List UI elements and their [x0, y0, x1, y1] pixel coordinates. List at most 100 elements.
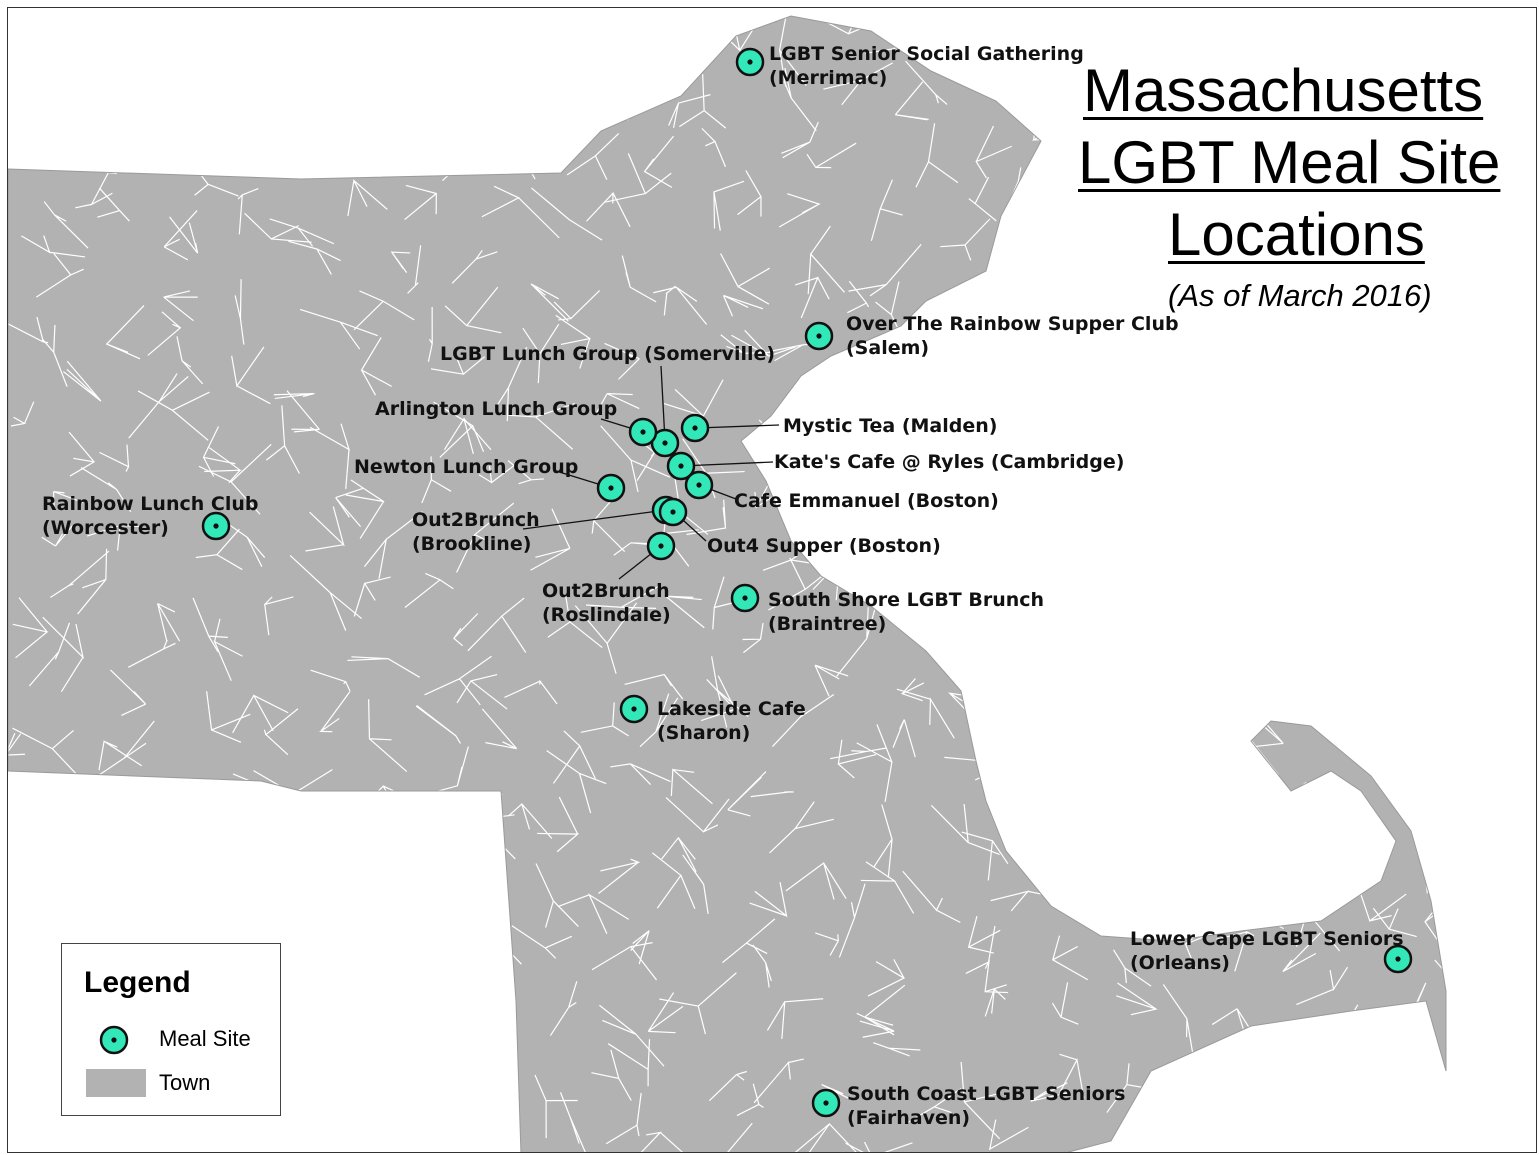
town-boundary — [149, 1113, 214, 1152]
town-boundary — [1267, 373, 1312, 443]
town-boundary — [940, 218, 991, 261]
town-boundary — [158, 876, 195, 900]
town-boundary — [605, 1092, 642, 1145]
town-boundary — [1035, 664, 1083, 689]
town-boundary — [769, 801, 834, 854]
leader-line-malden — [696, 424, 780, 429]
town-boundary — [1215, 367, 1249, 416]
town-boundary — [68, 431, 96, 477]
meal-site-marker[interactable] — [658, 497, 688, 527]
town-boundary — [1485, 24, 1510, 64]
meal-site-marker[interactable] — [811, 1088, 841, 1118]
town-boundary — [1520, 195, 1537, 235]
town-boundary — [276, 849, 323, 897]
town-boundary — [319, 691, 351, 733]
town-boundary — [8, 950, 63, 1024]
town-boundary — [8, 941, 34, 965]
meal-site-marker[interactable] — [628, 417, 658, 447]
town-boundary — [1082, 726, 1117, 780]
town-boundary — [232, 694, 289, 734]
town-boundary — [510, 62, 552, 98]
town-boundary — [722, 918, 776, 964]
town-boundary — [293, 1021, 333, 1061]
title-line-1: Massachusetts — [1083, 57, 1484, 124]
meal-site-marker[interactable] — [730, 583, 760, 613]
town-boundary — [1310, 425, 1360, 470]
town-boundary — [580, 702, 629, 737]
town-boundary — [1284, 787, 1318, 811]
meal-site-marker[interactable] — [646, 531, 676, 561]
town-boundary — [353, 290, 415, 331]
town-boundary — [1115, 650, 1177, 695]
meal-site-marker[interactable] — [735, 47, 765, 77]
town-boundary — [960, 1061, 1001, 1140]
town-boundary — [1180, 612, 1234, 652]
town-boundary — [511, 925, 573, 959]
meal-site-marker[interactable] — [1383, 944, 1413, 974]
town-boundary — [1417, 771, 1437, 802]
meal-site-marker[interactable] — [619, 694, 649, 724]
town-boundary — [990, 890, 1043, 912]
town-boundary — [263, 708, 299, 756]
town-boundary — [1001, 472, 1021, 499]
town-boundary — [785, 862, 847, 900]
town-boundary — [367, 16, 434, 71]
town-boundary — [630, 930, 650, 965]
town-boundary — [1387, 1016, 1408, 1055]
town-boundary — [586, 586, 659, 609]
town-boundary — [265, 405, 300, 474]
town-boundary — [63, 360, 102, 402]
site-place: (Fairhaven) — [847, 1107, 971, 1129]
town-boundary — [837, 739, 877, 779]
town-boundary — [12, 727, 85, 783]
town-boundary — [1219, 903, 1284, 930]
site-label-fairhaven: South Coast LGBT Seniors(Fairhaven) — [847, 1082, 1125, 1130]
town-boundary — [1110, 534, 1185, 557]
town-boundary — [441, 1103, 478, 1137]
town-boundary — [10, 401, 35, 427]
meal-site-marker[interactable] — [804, 321, 834, 351]
leader-lines — [522, 365, 780, 580]
town-boundary — [1491, 291, 1531, 344]
meal-site-marker[interactable] — [201, 511, 231, 541]
site-label-out4: Out4 Supper (Boston) — [707, 534, 941, 558]
meal-site-center-dot — [823, 1100, 829, 1106]
meal-site-marker[interactable] — [680, 413, 710, 443]
town-boundary — [1501, 635, 1537, 681]
town-boundary — [30, 1117, 84, 1137]
town-boundary — [984, 959, 1009, 994]
town-boundary — [299, 308, 378, 350]
meal-site-center-dot — [670, 509, 676, 515]
town-boundary — [1461, 205, 1506, 228]
town-boundary — [286, 812, 324, 848]
meal-site-marker[interactable] — [684, 470, 714, 500]
town-boundary — [821, 1084, 852, 1101]
town-boundary — [1326, 406, 1367, 453]
town-boundary — [1162, 984, 1194, 1053]
town-boundary — [781, 121, 819, 159]
town-boundary — [286, 390, 320, 433]
town-boundary — [481, 708, 518, 750]
town-boundary — [456, 673, 508, 710]
town-boundary — [1058, 1053, 1085, 1099]
town-boundary — [1040, 211, 1090, 235]
site-label-cambridge: Kate's Cafe @ Ryles (Cambridge) — [774, 450, 1124, 474]
town-boundary — [1327, 827, 1390, 878]
town-boundary — [974, 742, 1024, 781]
town-boundary — [530, 508, 571, 571]
town-boundary — [598, 858, 641, 894]
town-boundary — [708, 1070, 747, 1102]
meal-site-marker[interactable] — [596, 473, 626, 503]
town-boundary — [504, 21, 553, 81]
meal-site-marker[interactable] — [666, 451, 696, 481]
town-boundary — [1241, 432, 1266, 477]
town-boundary — [452, 613, 479, 647]
site-name: Out4 Supper (Boston) — [707, 535, 941, 557]
town-boundary — [1017, 16, 1067, 18]
meal-site-center-dot — [640, 429, 646, 435]
town-boundary — [902, 870, 961, 924]
town-boundary — [1280, 1117, 1326, 1152]
town-boundary — [1135, 588, 1161, 656]
town-boundary — [1085, 247, 1135, 313]
town-boundary — [417, 1119, 479, 1152]
